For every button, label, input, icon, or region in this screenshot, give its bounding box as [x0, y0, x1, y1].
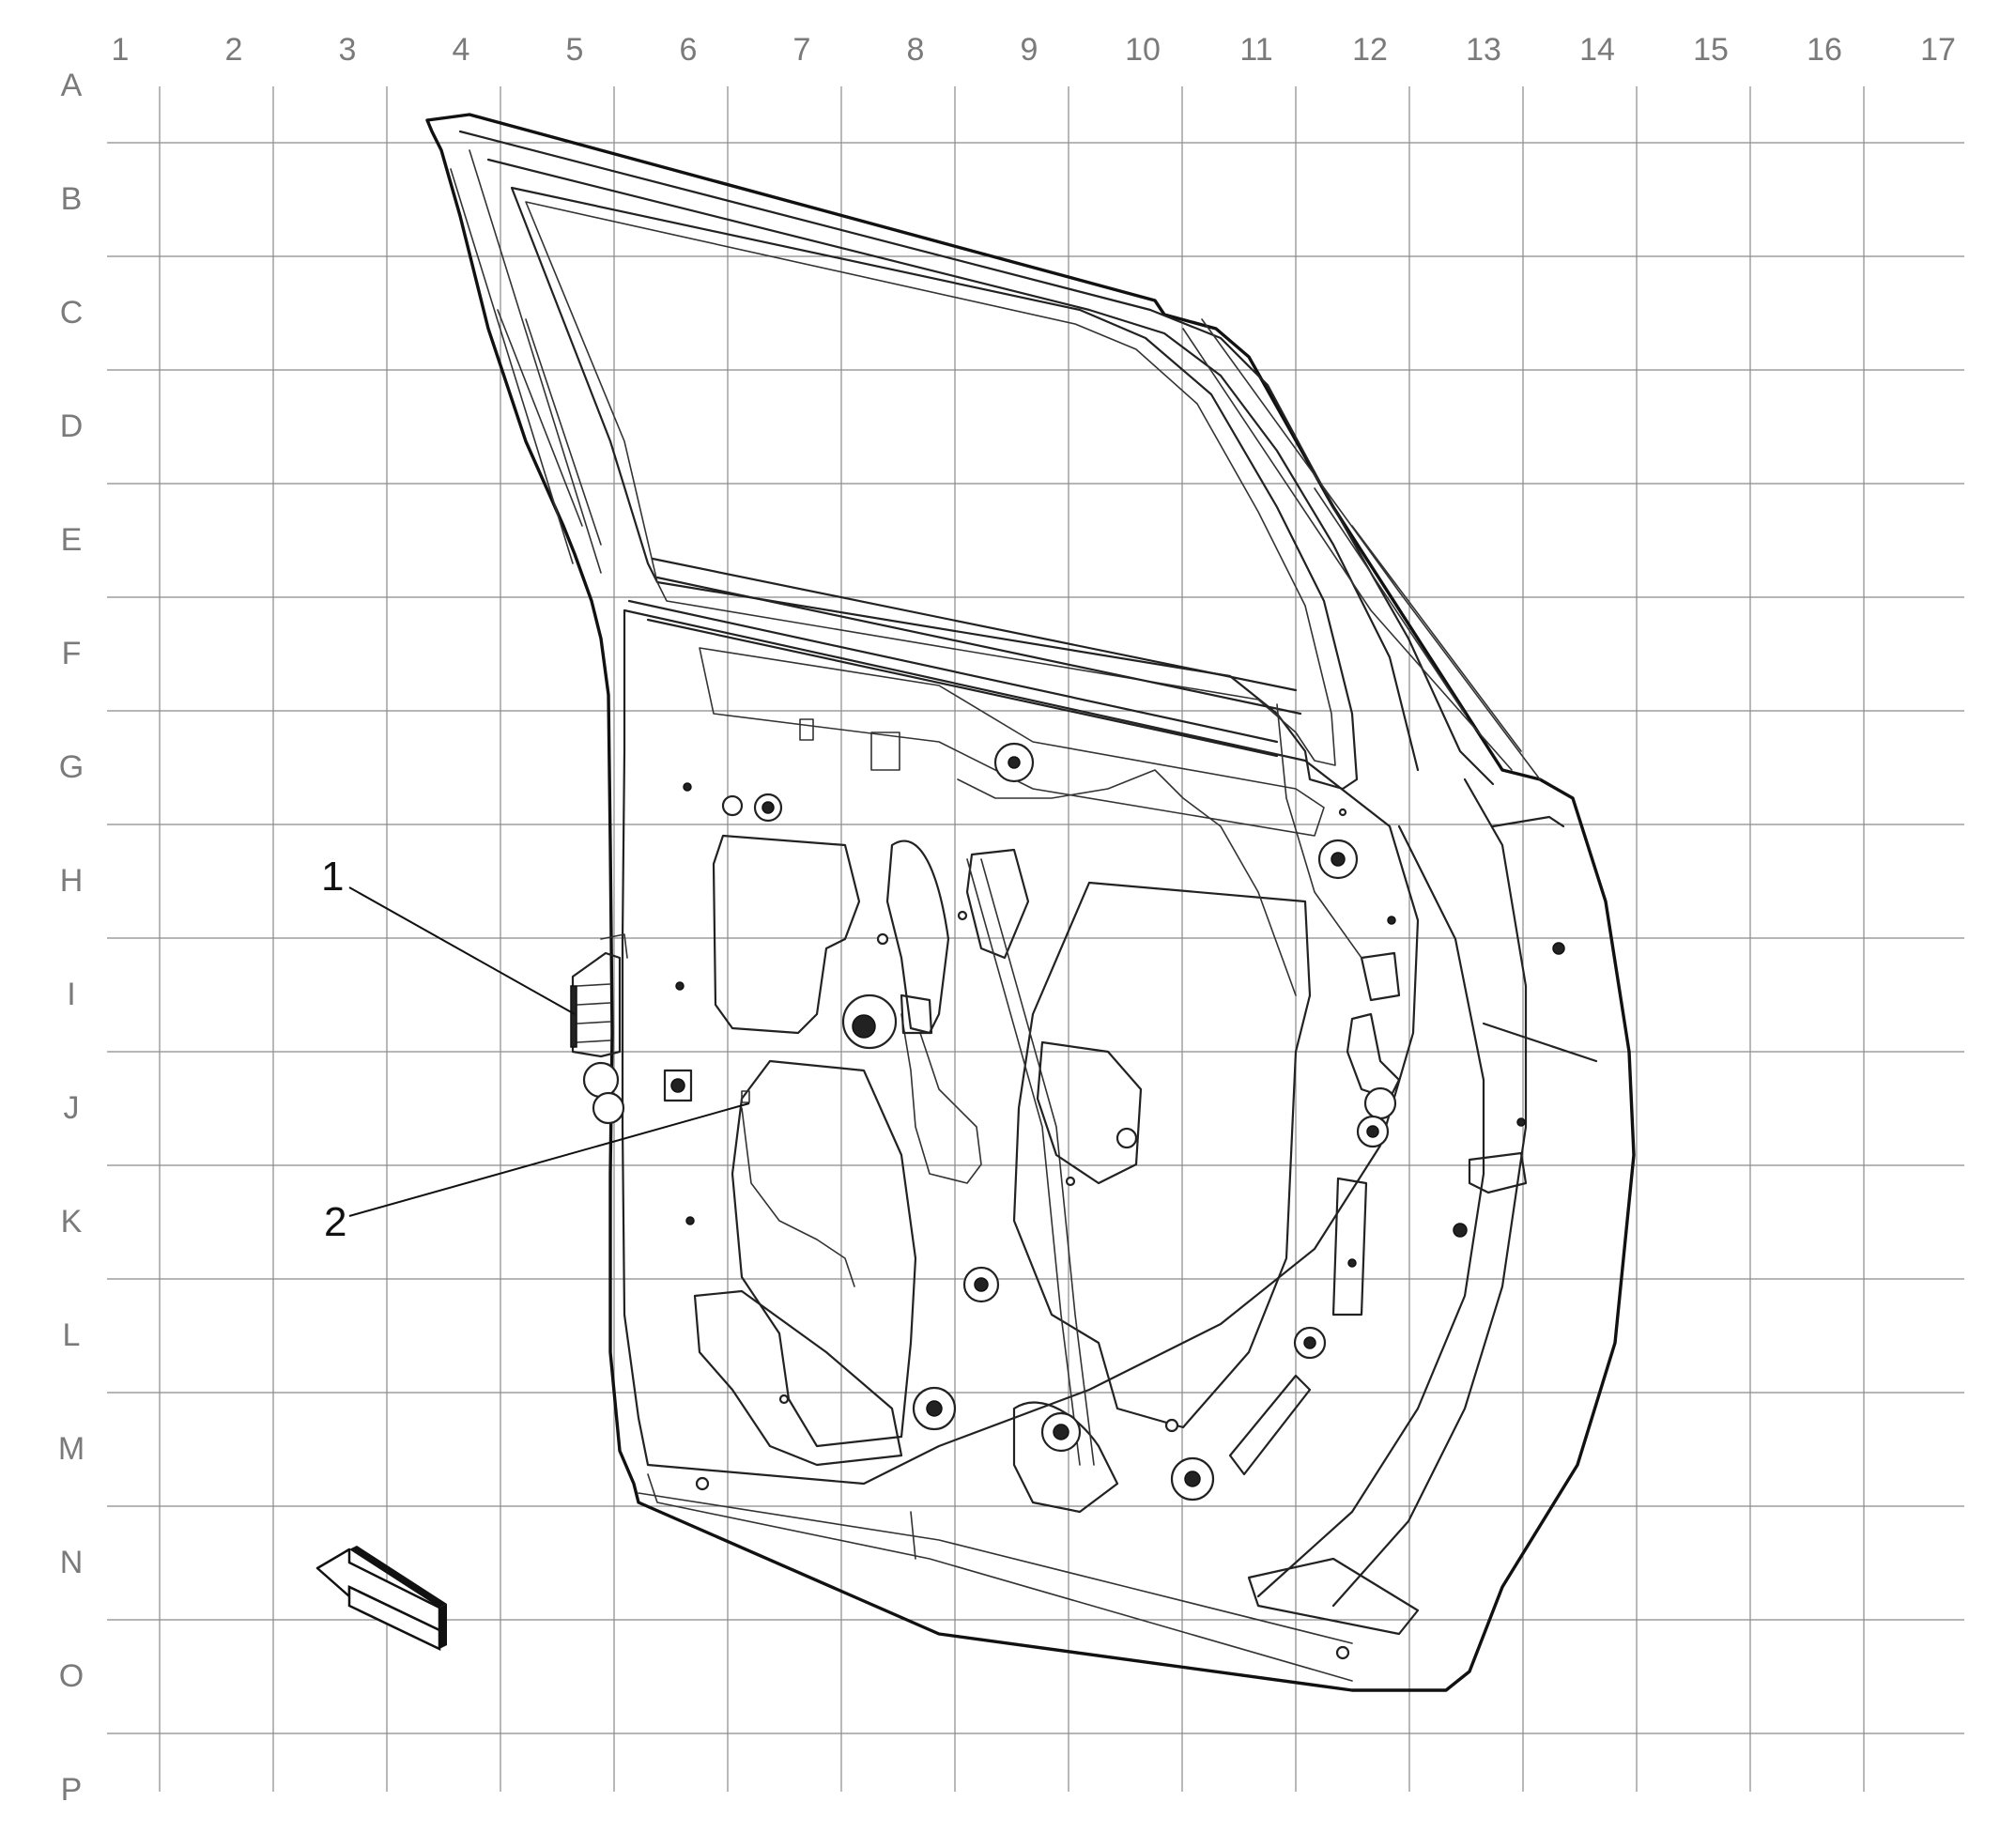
small-tab-near-2 — [741, 1090, 750, 1103]
column-label: 6 — [680, 32, 698, 68]
callout-2-label: 2 — [324, 1199, 346, 1245]
column-label: 17 — [1920, 32, 1956, 68]
door-assembly — [425, 113, 1636, 1692]
latch-bracket — [1468, 1151, 1528, 1194]
row-label: N — [60, 1545, 84, 1580]
fasteners — [675, 742, 1565, 1660]
regulator-rail — [966, 858, 1095, 1466]
row-label: J — [64, 1090, 80, 1126]
wiring-harness-lower — [741, 1013, 982, 1287]
rear-check-link — [1360, 951, 1401, 1002]
row-label: K — [61, 1204, 83, 1240]
leader-line-1 — [348, 886, 576, 1015]
regulator-motor — [1036, 1040, 1143, 1185]
component-1-connector — [570, 933, 628, 1125]
upper-channel — [699, 647, 1325, 837]
column-label: 7 — [793, 32, 811, 68]
clip-slot-2 — [870, 732, 900, 771]
column-label: 12 — [1352, 32, 1388, 68]
lower-trim-slot — [1247, 1557, 1420, 1636]
row-label: M — [58, 1431, 85, 1467]
row-label: C — [60, 295, 84, 331]
access-hole-triangle — [965, 848, 1030, 960]
leader-line-2 — [348, 1102, 750, 1217]
callout-1-label: 1 — [321, 854, 344, 900]
window-opening-inner — [525, 201, 1336, 766]
column-label: 14 — [1579, 32, 1615, 68]
row-label: D — [60, 408, 84, 444]
column-label: 2 — [225, 32, 243, 68]
front-pillar — [450, 149, 602, 574]
belt-line — [627, 557, 1302, 758]
access-hole-loop — [885, 839, 950, 1035]
view-direction-arrow-icon — [315, 1546, 447, 1651]
rod-lower — [1228, 1374, 1312, 1476]
row-label: A — [61, 68, 83, 103]
column-label: 13 — [1466, 32, 1501, 68]
square-clip — [663, 1069, 693, 1102]
row-label: O — [59, 1658, 84, 1694]
column-label: 16 — [1807, 32, 1842, 68]
column-label: 3 — [339, 32, 357, 68]
row-label: H — [60, 863, 84, 899]
rear-inner-edge — [1256, 778, 1598, 1608]
row-labels: A B C D E F G H I J K L M N O P — [58, 68, 85, 1808]
slot-right — [1331, 1177, 1368, 1317]
access-hole-lower-left — [731, 1059, 917, 1448]
hinge-bracket — [1346, 1012, 1401, 1101]
column-label: 8 — [907, 32, 925, 68]
window-frame-outer — [458, 130, 1495, 786]
column-label: 15 — [1693, 32, 1729, 68]
row-label: L — [63, 1317, 81, 1353]
column-label: 10 — [1125, 32, 1161, 68]
row-label: E — [61, 522, 83, 558]
column-label: 4 — [453, 32, 470, 68]
row-label: G — [59, 749, 84, 785]
column-label: 5 — [566, 32, 584, 68]
window-frame-inner-1 — [486, 158, 1420, 772]
access-hole-upper-left — [712, 834, 861, 1035]
door-bottom-edge — [638, 1473, 1353, 1682]
motor-hub — [1115, 1127, 1138, 1149]
rear-frame-strips — [1182, 318, 1541, 780]
column-label: 11 — [1239, 32, 1272, 68]
row-label: I — [67, 977, 75, 1012]
grid-lines — [107, 86, 1964, 1792]
row-label: F — [62, 636, 82, 671]
row-label: B — [61, 181, 83, 217]
column-label: 1 — [112, 32, 130, 68]
access-hole-main — [1012, 881, 1312, 1429]
wiring-harness-upper — [957, 703, 1362, 996]
row-label: P — [61, 1772, 83, 1808]
clip-slot-1 — [799, 718, 814, 741]
door-outer-panel — [425, 113, 1636, 1692]
connector-upper — [900, 993, 933, 1035]
access-hole-bottom-left — [693, 1289, 903, 1467]
column-label: 9 — [1021, 32, 1038, 68]
